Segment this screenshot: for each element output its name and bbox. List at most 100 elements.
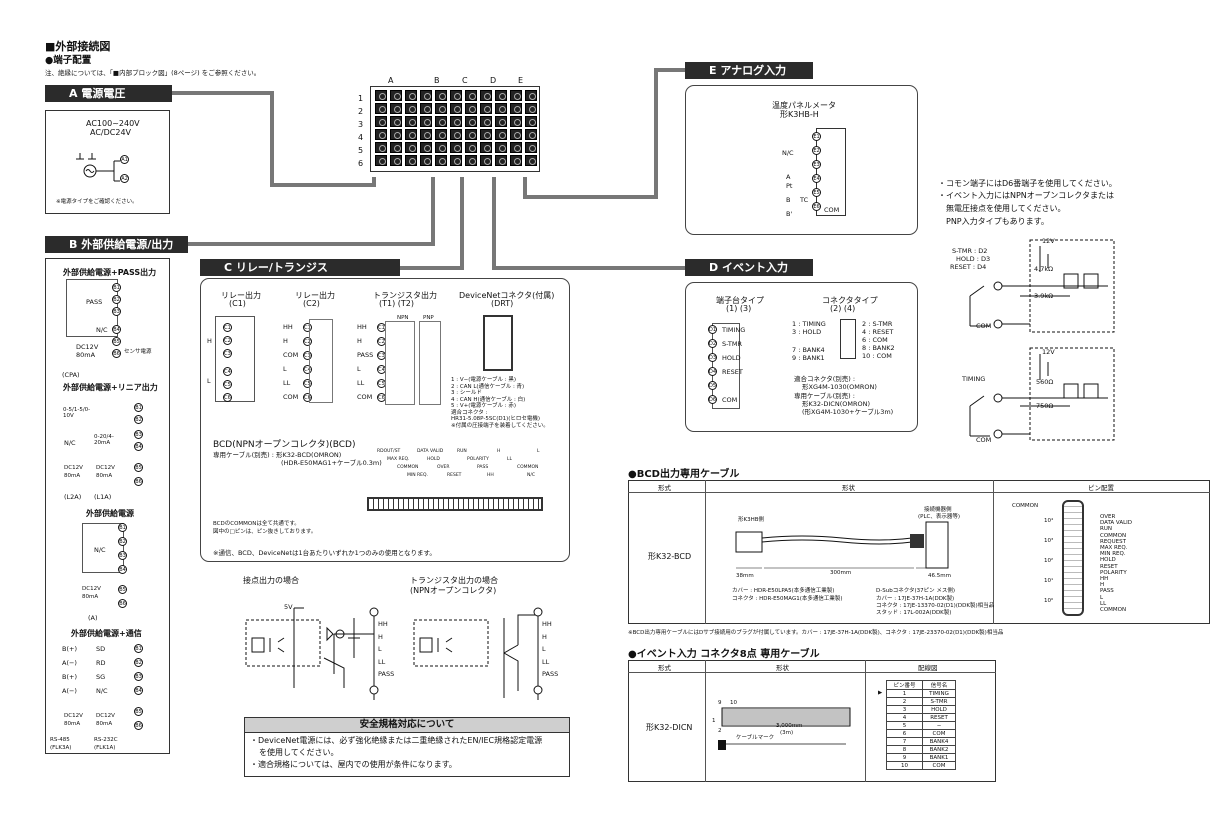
col-label-e: E (518, 76, 524, 85)
relay2-terminal: C4 (303, 365, 312, 374)
terminal-b2: B2 (112, 295, 121, 304)
terminal-cell (510, 142, 522, 153)
terminal-cell (480, 103, 492, 114)
dsub-pin-label: COMMON (1100, 532, 1127, 539)
terminal-cell (375, 142, 387, 153)
bcd-cable-table (628, 480, 1210, 624)
bcd-pin-label: RDOUT/ST (377, 449, 401, 454)
terminal-cell (450, 103, 462, 114)
event-n1: 1 (712, 718, 716, 724)
meter-title: 温度パネルメータ (772, 101, 836, 110)
terminal-c6: C6 (223, 393, 232, 402)
tr-title: トランジスタ出力 (373, 291, 437, 300)
event-pin-header-sig: 信号名 (922, 680, 956, 690)
bcd-pin-label: COMMON (517, 465, 539, 470)
dsub-pin-label: L (1100, 594, 1104, 601)
event-pin-signal: RESET (922, 713, 956, 722)
note-l2: ・イベント入力にはNPNオープンコレクタまたは (938, 191, 1114, 200)
relay2-terminal: C1 (303, 323, 312, 332)
terminal-com-b2: B2 (134, 658, 143, 667)
dsub-multiplier: 10³ (1044, 538, 1054, 544)
event-model: 形K32-DICN (646, 723, 693, 732)
conn-right-label: 8 : BANK2 (862, 344, 895, 352)
safety-line2: を使用してください。 (259, 748, 339, 757)
bcd-conn-side: 接続機器側 (924, 507, 952, 513)
e-b: B (786, 196, 791, 204)
com-dc2: DC12V (96, 713, 115, 719)
contact-output-label: H (378, 632, 383, 641)
terminal-cell (390, 142, 402, 153)
devicenet-line: 適合コネクタ : (451, 409, 488, 416)
com-dc1: DC12V (64, 713, 83, 719)
devicenet-line: 2 : CAN L(通信ケーブル : 青) (451, 383, 525, 390)
bcd-pin-label: POLARITY (467, 457, 489, 462)
row-label-5: 5 (358, 146, 364, 155)
linear-nc: N/C (64, 439, 76, 447)
terminal-cell (375, 103, 387, 114)
d-terminal: D6 (708, 395, 717, 404)
tr-output-label: LL (542, 657, 550, 666)
relay2-box (309, 319, 333, 403)
terminal-cell (435, 142, 447, 153)
tr-model: (T1) (T2) (379, 299, 414, 308)
relay2-label: LL (283, 379, 291, 387)
header-d: D イベント入力 (685, 259, 813, 276)
d-terminal: D5 (708, 381, 717, 390)
terminal-cell (495, 142, 507, 153)
event-pin-signal: HOLD (922, 705, 956, 714)
com-left-label: B(+) (62, 645, 77, 653)
pass-nc: N/C (96, 326, 108, 334)
terminal-e2: E2 (812, 146, 821, 155)
terminal-b5: B5 (112, 337, 121, 346)
terminal-cell (450, 155, 462, 166)
dsub-pin-label: HOLD (1100, 557, 1116, 564)
rs485: RS-485 (50, 737, 70, 743)
dsub-pin-label: LL (1100, 600, 1107, 607)
terminal-cell (405, 116, 417, 127)
dsub-multiplier: 10² (1044, 558, 1054, 564)
bcd-dcover: カバー : 17JE-37H-1A(DDK製) (876, 596, 955, 602)
bcd-cable-heading: ●BCD出力専用ケーブル (628, 469, 740, 480)
rs232-model: (FLK1A) (94, 745, 116, 751)
dsub-pin-label: RUN (1100, 526, 1112, 533)
col-label-c: C (462, 76, 468, 85)
terminal-cell (495, 90, 507, 101)
terminal-com-b3: B3 (134, 672, 143, 681)
tr-label: H (357, 337, 362, 345)
label-r3: 560Ω (1036, 378, 1054, 386)
event-pin-signal: BANK4 (922, 737, 956, 746)
tr-output-label: HH (542, 620, 552, 628)
terminal-cell (525, 103, 537, 114)
conn-right-label: 6 : COM (862, 336, 888, 344)
bcd-cover: カバー : HDR-E50LPA5(本多通信工業製) (732, 588, 835, 594)
label-reset: RESET : D4 (950, 263, 987, 271)
terminal-cell (390, 90, 402, 101)
conn-left-label: 3 : HOLD (792, 328, 822, 336)
d-terminal-label: RESET (722, 368, 743, 376)
event-table-hline (628, 672, 996, 673)
d-terminal: D4 (708, 367, 717, 376)
page-subtitle: ●端子配置 (45, 55, 92, 66)
terminal-cell (480, 129, 492, 140)
terminal-lin-b5: B5 (134, 463, 143, 472)
terminal-cell (390, 129, 402, 140)
terminal-cell (525, 129, 537, 140)
bcd-dsub: D-Subコネクタ(37ピン メス側) (876, 588, 956, 594)
rs232: RS-232C (94, 737, 118, 743)
event-pin-signal: S-TMR (922, 697, 956, 706)
ext-a: (A) (88, 614, 98, 622)
pass-ma: 80mA (76, 351, 96, 359)
npn-label: NPN (397, 315, 409, 321)
e-com: COM (824, 206, 840, 214)
d-com-label: COM (722, 396, 738, 404)
bcd-cable2: (HDR-E50MAG1+ケーブル0.3m) (281, 459, 382, 467)
relay2-label: HH (283, 323, 293, 331)
terminal-cell (510, 90, 522, 101)
safety-line3: ・適合規格については、屋内での使用が条件になります。 (250, 760, 457, 769)
pass-title: 外部供給電源+PASS出力 (63, 268, 157, 277)
